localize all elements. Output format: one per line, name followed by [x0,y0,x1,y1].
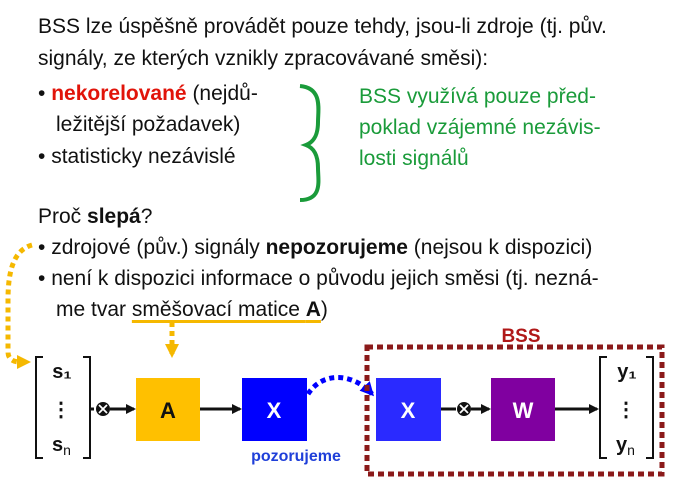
why-bold: slepá [87,205,141,228]
why-blind-heading: Proč slepá? [38,203,152,231]
uncorrelated-note: (nejdů- [186,82,258,105]
block-X-bss [376,378,441,441]
bullet: • [38,145,46,168]
output-yn-base: y [616,434,628,456]
observed-label: pozorujeme [251,448,341,465]
why-suffix: ? [140,205,153,228]
brace-note-line-3: losti signálů [359,147,469,170]
outputs-bracket-right [646,356,654,459]
block-W-label: W [513,398,534,423]
brace-note-line-2: poklad vzájemné nezávis- [359,116,601,139]
source-sn-base: s [52,434,63,456]
outputs-dots: ⋮ [616,399,636,421]
dotted-arrow-X-to-X [305,375,375,397]
outputs-bracket-left [599,356,607,459]
source-s1: s₁ [52,361,71,383]
output-yn: yn [616,434,635,458]
bullet: • [38,267,46,290]
source-sn-sub: n [63,442,71,458]
multiply-node-1 [96,402,110,416]
block-X-bss-label: X [401,398,416,423]
bullet: • [38,82,46,105]
why-b2-line1: není k dispozici informace o původu jeji… [51,267,599,290]
condition-independent: • statisticky nezávislé [38,143,236,171]
why-prefix: Proč [38,205,88,228]
mixing-matrix-text: směšovací matice [131,298,306,321]
bss-frame [364,344,665,477]
condition-uncorrelated: • nekorelované (nejdů- [38,80,258,108]
bss-label: BSS [501,326,540,347]
intro-line-2: signály, ze kterých vznikly zpracovávané… [38,47,489,70]
source-sn: sn [52,434,71,458]
dotted-arrow-to-sources [5,242,33,369]
output-y1: y₁ [617,361,636,383]
why-b1-post: (nejsou k dispozici) [407,236,593,259]
sources-bracket-left [35,356,43,459]
brace-note-line-1: BSS využívá pouze před- [359,85,596,108]
why-b2-post: ) [320,298,328,321]
why-b1-bold: nepozorujeme [265,236,408,259]
why-bullet-2: • není k dispozici informace o původu je… [38,265,599,293]
bullet: • [38,236,46,259]
mixing-matrix-symbol: A [305,298,321,321]
sources-dots: ⋮ [51,399,71,421]
independent-term: statisticky nezávislé [51,145,236,168]
block-W [491,378,555,441]
intro-line-1: BSS lze úspěšně provádět pouze tehdy, js… [38,15,607,38]
block-A-label: A [160,398,176,423]
why-bullet-1: • zdrojové (pův.) signály nepozorujeme (… [38,234,592,262]
why-b1-pre: zdrojové (pův.) signály [51,236,266,259]
block-X-observed [242,378,307,441]
output-yn-sub: n [627,442,635,458]
block-A [136,378,200,441]
curly-brace [299,84,321,202]
uncorrelated-term: nekorelované [51,82,187,105]
sources-bracket-right [83,356,91,459]
condition-uncorrelated-cont: ležitější požadavek) [56,113,241,136]
multiply-node-2 [457,402,471,416]
block-X-observed-label: X [267,398,282,423]
mixing-matrix-underlined: směšovací matice A [132,298,321,321]
why-b2-pre: me tvar [56,298,132,321]
why-bullet-2-cont: me tvar směšovací matice A) [56,296,328,324]
